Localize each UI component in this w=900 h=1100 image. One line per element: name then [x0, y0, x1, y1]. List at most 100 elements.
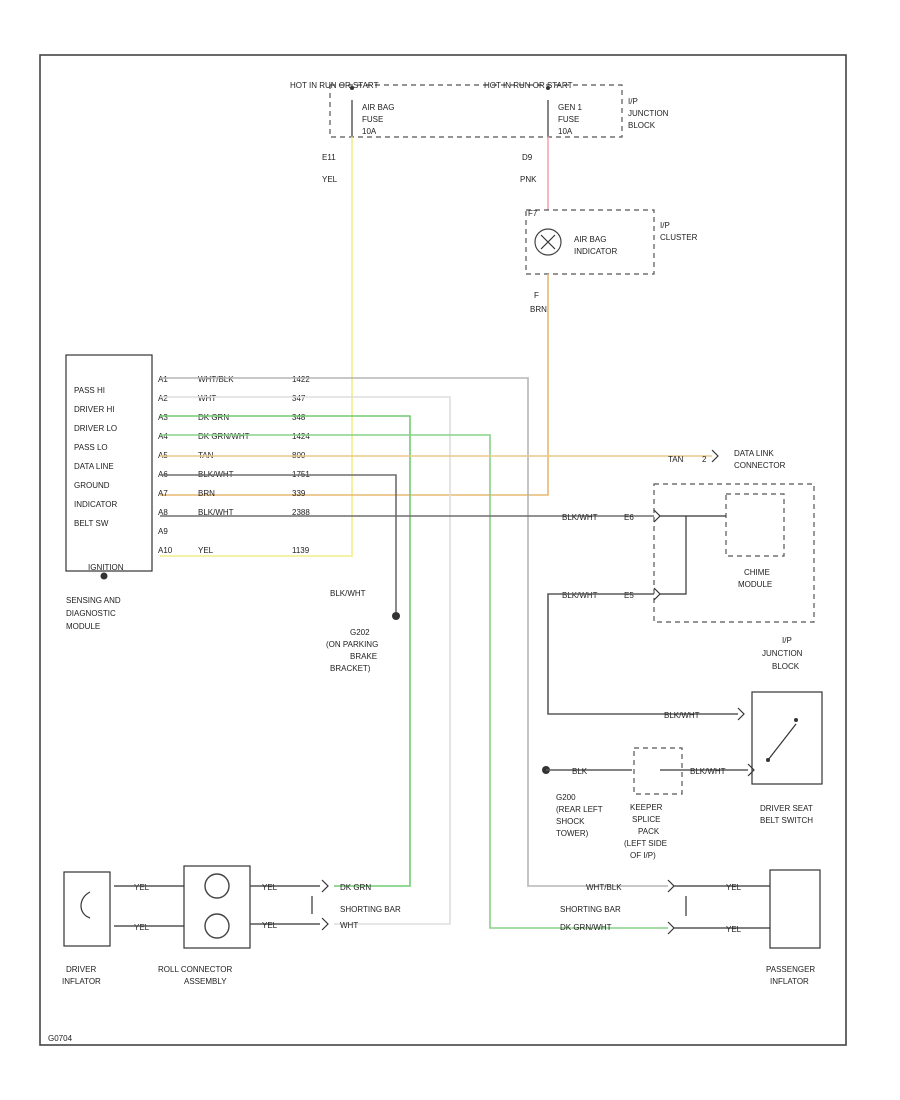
pin-1-color: WHT/BLK — [198, 375, 234, 384]
cluster-wire-color: BRN — [530, 305, 547, 314]
pass-wire-bottom: YEL — [726, 925, 742, 934]
airbag-indicator-lamp — [534, 228, 562, 256]
passenger-inflator-circuit: WHT/BLK SHORTING BAR DK GRN/WHT YEL YEL … — [560, 869, 821, 986]
coil-out-bottom: YEL — [262, 921, 278, 930]
ip-jb-top-line1: I/P — [628, 97, 638, 106]
chime-wire2-pin: E5 — [624, 591, 634, 600]
pin-8-color: BLK/WHT — [198, 508, 234, 517]
pin-4-circuit: 1424 — [292, 432, 310, 441]
splice-label-2: SPLICE — [632, 815, 660, 824]
g200-label-3: SHOCK — [556, 817, 585, 826]
chime-terminal-1 — [653, 509, 661, 523]
roll-connector-box — [183, 865, 251, 949]
roll-coil-top — [204, 873, 230, 899]
module-row-2: DRIVER HI — [74, 405, 114, 414]
driver-inflator-squib — [80, 891, 91, 919]
driver-seat-belt-switch: BLK/WHT DRIVER SEAT BELT SWITCH — [664, 691, 823, 825]
module-ground-node — [100, 572, 108, 580]
switch-contact — [767, 723, 797, 761]
wire-a2-wht — [160, 396, 451, 925]
right-circuit-num: D9 — [522, 153, 533, 162]
left-circuit-num: E11 — [322, 153, 336, 162]
ground-g200-splice: BLK BLK/WHT G200 (REAR LEFT SHOCK TOWER)… — [542, 747, 755, 860]
left-wire-color: YEL — [322, 175, 338, 184]
dlc-wire-color: TAN — [668, 455, 684, 464]
module-name-2: DIAGNOSTIC — [66, 609, 116, 618]
jb-label-3: BLOCK — [772, 662, 800, 671]
g200-wire1: BLK — [572, 767, 588, 776]
pass-shorting-label: SHORTING BAR — [560, 905, 621, 914]
roll-connector-label-1: ROLL CONNECTOR — [158, 965, 232, 974]
g200-label-1: G200 — [556, 793, 576, 802]
pin-10-color: YEL — [198, 546, 214, 555]
pin-1: A1 — [158, 375, 168, 384]
driver-shorting-bar — [311, 879, 329, 931]
module-row-5: DATA LINE — [74, 462, 114, 471]
wire-a1-wht-blk — [160, 377, 668, 887]
g202-ground-symbol — [392, 612, 400, 620]
g202-label-2: (ON PARKING — [326, 640, 378, 649]
switch-pivot — [766, 758, 770, 762]
wire-a4-dk-grn-wht — [160, 434, 668, 929]
splice-label-5: OF I/P) — [630, 851, 656, 860]
pass-wire-top: YEL — [726, 883, 742, 892]
chime-internal-wire — [660, 515, 726, 595]
pin-4-color: DK GRN/WHT — [198, 432, 250, 441]
g202-label-3: BRAKE — [350, 652, 377, 661]
fuse-block-outline — [329, 84, 623, 138]
module-row-3: DRIVER LO — [74, 424, 117, 433]
g200-label-4: TOWER) — [556, 829, 589, 838]
splice-label-1: KEEPER — [630, 803, 663, 812]
chime-module-box — [725, 493, 785, 557]
chime-wire1-pin: E6 — [624, 513, 634, 522]
g200-belt-terminal — [747, 763, 755, 777]
chime-terminal-2 — [653, 587, 661, 601]
driver-wire-bottom: YEL — [134, 923, 150, 932]
pin-7-color: BRN — [198, 489, 215, 498]
driver-wire-top: YEL — [134, 883, 150, 892]
driver-inflator-box — [63, 871, 111, 947]
module-name-3: MODULE — [66, 622, 100, 631]
pin-8-circuit: 2388 — [292, 508, 310, 517]
wire-a3-dk-grn — [160, 415, 411, 887]
pin-10: A10 — [158, 546, 173, 555]
g200-label-2: (REAR LEFT — [556, 805, 603, 814]
belt-switch-wire-color: BLK/WHT — [664, 711, 700, 720]
coil-out-top: YEL — [262, 883, 278, 892]
ip-jb-top-line2: JUNCTION — [628, 109, 669, 118]
g200-wire2: BLK/WHT — [690, 767, 726, 776]
ip-cluster: F7 AIR BAG INDICATOR I/P CLUSTER F BRN — [525, 209, 698, 314]
module-row-7: INDICATOR — [74, 500, 117, 509]
cluster-pin-bottom: F — [534, 291, 539, 300]
driver-shorting-label: SHORTING BAR — [340, 905, 401, 914]
hot-label-left: HOT IN RUN OR START — [290, 81, 379, 90]
indicator-label-2: INDICATOR — [574, 247, 617, 256]
driver-grn-label: DK GRN — [340, 883, 371, 892]
diagram-frame — [39, 54, 847, 1046]
splice-pack — [633, 747, 683, 795]
jb-label-2: JUNCTION — [762, 649, 803, 658]
data-link-connector: TAN 2 DATA LINK CONNECTOR — [668, 449, 786, 470]
module-row-8: BELT SW — [74, 519, 109, 528]
fuse-right-line2: FUSE — [558, 115, 579, 124]
module-pin-labels: A1 WHT/BLK 1422 A2 WHT 347 A3 DK GRN 348… — [158, 375, 310, 555]
splice-label-3: PACK — [638, 827, 660, 836]
fuse-left-node — [350, 86, 354, 90]
module-outline — [65, 354, 153, 572]
belt-switch-label-2: BELT SWITCH — [760, 816, 813, 825]
jb-label-1: I/P — [782, 636, 792, 645]
roll-connector-label-2: ASSEMBLY — [184, 977, 227, 986]
splice-label-4: (LEFT SIDE — [624, 839, 667, 848]
cluster-pin-top: F7 — [528, 209, 538, 218]
driver-inflator-circuit: YEL YEL YEL YEL DK GRN SHORTING BAR WHT … — [62, 865, 401, 986]
pin-2-color: WHT — [198, 394, 216, 403]
module-row-6: GROUND — [74, 481, 110, 490]
g202-label-4: BRACKET) — [330, 664, 371, 673]
dlc-terminal — [711, 449, 719, 463]
right-wire-color: PNK — [520, 175, 537, 184]
driver-inflator-label-2: INFLATOR — [62, 977, 101, 986]
dlc-pin: 2 — [702, 455, 707, 464]
fuse-left-line3: 10A — [362, 127, 377, 136]
switch-contact-point — [794, 718, 798, 722]
chime-label-2: MODULE — [738, 580, 772, 589]
